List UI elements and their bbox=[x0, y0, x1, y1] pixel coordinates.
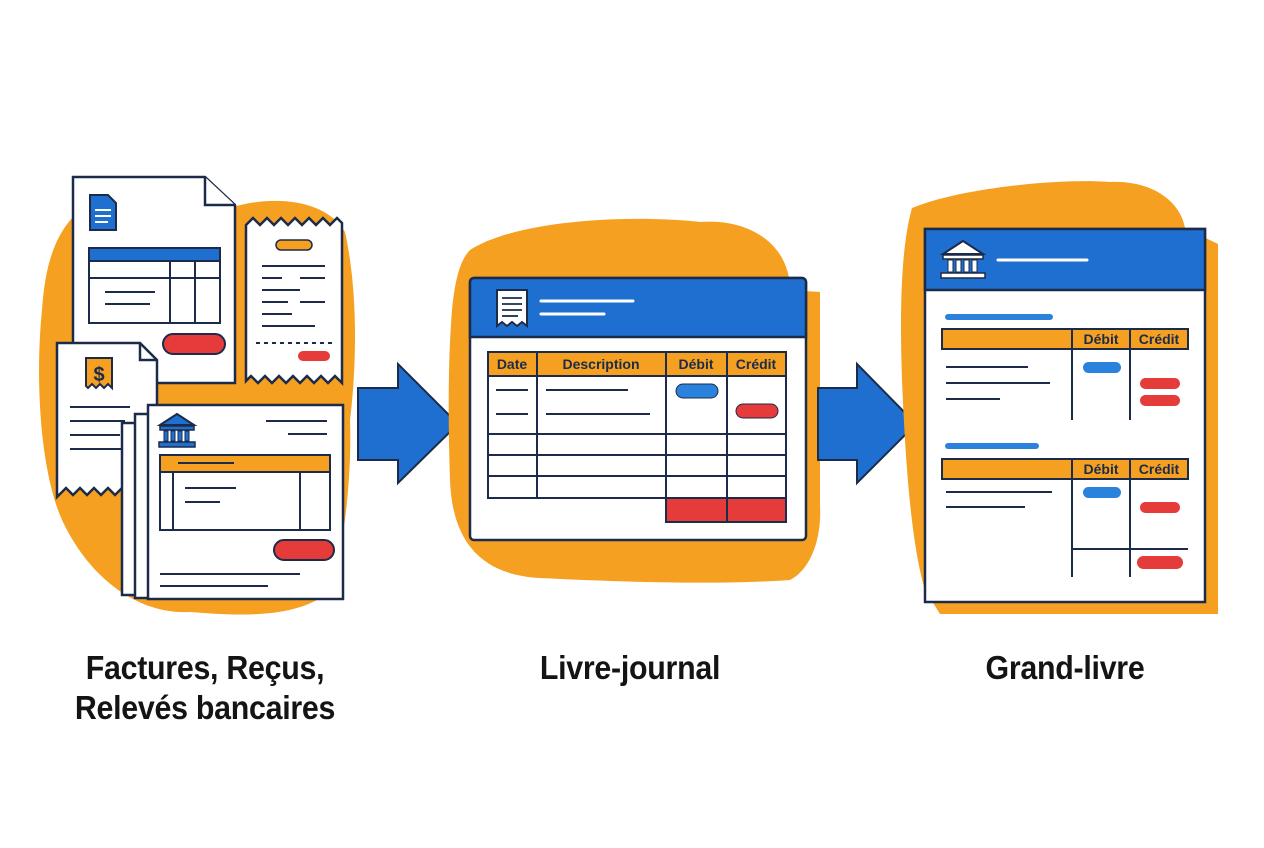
bank-icon bbox=[156, 412, 198, 448]
ledger-account-2-credit-entry bbox=[1140, 502, 1180, 513]
source-documents-caption: Factures, Reçus, Relevés bancaires bbox=[44, 648, 366, 728]
invoice-total-pill bbox=[162, 333, 226, 355]
journal-credit-entry bbox=[735, 403, 779, 419]
document-icon bbox=[89, 194, 117, 231]
statement-total-pill bbox=[273, 539, 335, 561]
ledger-caption: Grand-livre bbox=[913, 648, 1217, 688]
ledger-account-2-col-credit: Crédit bbox=[1139, 461, 1180, 477]
journal-credit-total bbox=[726, 497, 787, 523]
ledger-account-2-debit-entry bbox=[1083, 487, 1121, 498]
journal-illustration: Date Description Débit Crédit bbox=[448, 218, 821, 583]
ledger-illustration: Débit Crédit Débit Crédit bbox=[901, 181, 1218, 614]
dollar-icon: $ bbox=[85, 357, 113, 391]
ledger-account-2: Débit Crédit bbox=[941, 443, 1189, 577]
receipt-document bbox=[244, 216, 344, 387]
ledger-account-1: Débit Crédit bbox=[941, 314, 1189, 420]
journal-caption: Livre-journal bbox=[474, 648, 787, 688]
ledger-account-1-credit-entry bbox=[1140, 395, 1180, 406]
ledger-account-2-credit-total bbox=[1137, 556, 1183, 569]
source-documents-illustration: $ bbox=[39, 175, 356, 615]
journal-col-debit: Débit bbox=[679, 356, 714, 372]
invoice-document bbox=[71, 175, 237, 385]
journal-col-credit: Crédit bbox=[736, 356, 777, 372]
ledger-account-1-col-debit: Débit bbox=[1084, 331, 1119, 347]
journal-col-date: Date bbox=[497, 356, 528, 372]
invoice-table-header bbox=[88, 247, 221, 262]
source-documents-caption-line1: Factures, Reçus, bbox=[85, 649, 325, 686]
receipt-icon bbox=[496, 289, 528, 329]
source-documents-caption-line2: Relevés bancaires bbox=[74, 689, 336, 726]
journal-col-description: Description bbox=[562, 356, 639, 372]
ledger-account-2-col-debit: Débit bbox=[1084, 461, 1119, 477]
receipt-total-pill bbox=[298, 351, 330, 361]
ledger-account-1-credit-entry bbox=[1140, 378, 1180, 389]
journal-table: Date Description Débit Crédit bbox=[487, 351, 787, 523]
journal-caption-text: Livre-journal bbox=[539, 649, 721, 686]
journal-debit-total bbox=[665, 497, 728, 523]
journal-debit-entry bbox=[675, 383, 719, 399]
ledger-caption-text: Grand-livre bbox=[985, 649, 1145, 686]
receipt-header-pill bbox=[275, 239, 313, 251]
svg-text:$: $ bbox=[93, 364, 104, 386]
bank-icon bbox=[939, 239, 987, 279]
bank-statement-document bbox=[120, 403, 345, 601]
arrow-right-icon bbox=[357, 361, 460, 486]
ledger-account-1-col-credit: Crédit bbox=[1139, 331, 1180, 347]
ledger-account-1-debit-entry bbox=[1083, 362, 1121, 373]
arrow-right-icon bbox=[817, 361, 918, 486]
